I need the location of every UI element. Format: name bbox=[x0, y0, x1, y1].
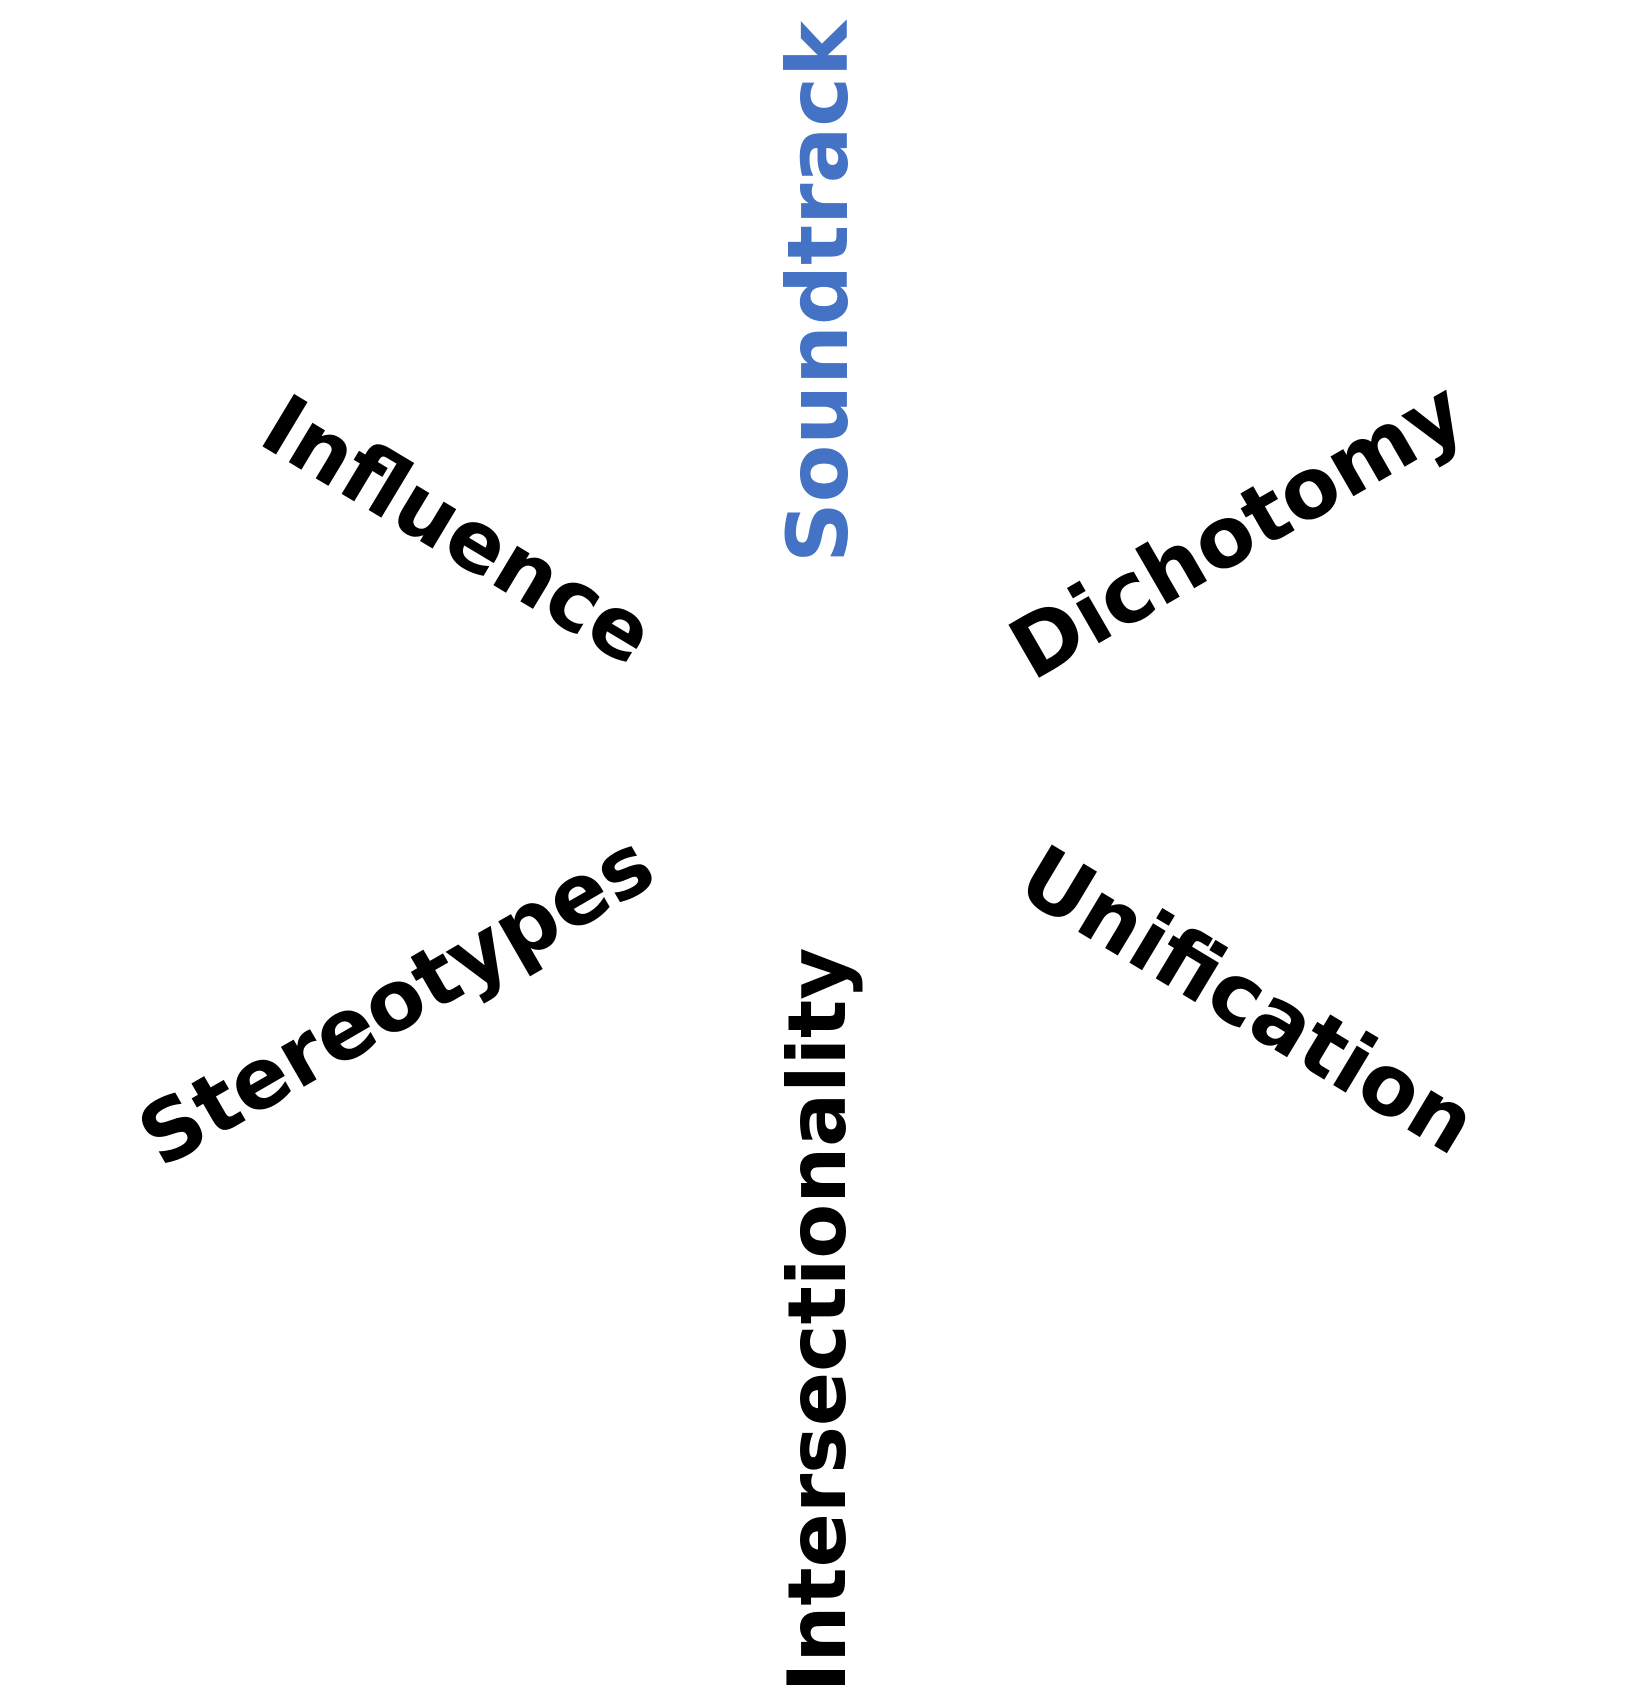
word-unification: Unification bbox=[1003, 826, 1493, 1174]
word-dichotomy: Dichotomy bbox=[993, 361, 1481, 699]
word-soundtrack: Soundtrack bbox=[769, 21, 867, 563]
word-radial-diagram: Soundtrack Influence Dichotomy Stereotyp… bbox=[122, 21, 1493, 1692]
word-intersectionality: Intersectionality bbox=[771, 947, 864, 1692]
word-stereotypes: Stereotypes bbox=[122, 813, 670, 1187]
word-influence: Influence bbox=[245, 375, 671, 685]
